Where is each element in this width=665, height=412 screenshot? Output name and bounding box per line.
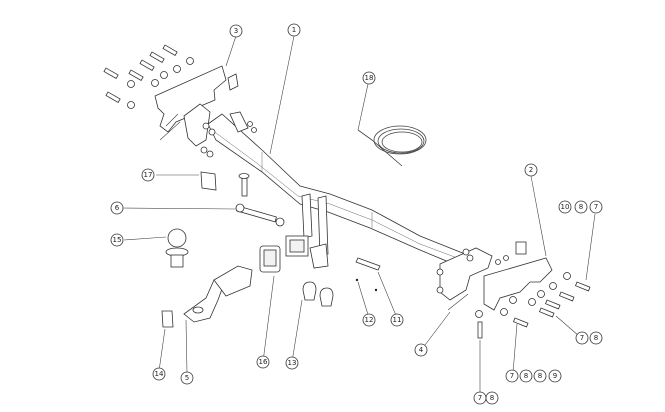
callout-14: 14 [152, 367, 166, 381]
leader-lines [122, 35, 596, 396]
callout-13: 13 [285, 356, 299, 370]
left-bracket [154, 65, 239, 147]
callout-18: 18 [362, 71, 376, 85]
svg-text:8: 8 [538, 372, 542, 380]
shackles [302, 281, 334, 307]
svg-text:9: 9 [553, 372, 557, 380]
callout-2: 2 [524, 163, 538, 177]
svg-text:10: 10 [561, 203, 570, 211]
callout-7-8-bottom: 7 8 [473, 391, 499, 405]
callout-12: 12 [362, 313, 376, 327]
svg-text:7: 7 [510, 372, 514, 380]
svg-text:15: 15 [113, 236, 122, 244]
callout-6: 6 [110, 201, 124, 215]
wiring-coil [357, 125, 427, 167]
svg-text:1: 1 [292, 26, 296, 34]
svg-text:14: 14 [155, 370, 164, 378]
svg-text:7: 7 [478, 394, 482, 402]
callout-16: 16 [256, 355, 270, 369]
callout-3: 3 [229, 24, 243, 38]
svg-text:8: 8 [579, 203, 583, 211]
left-bolts-group [103, 44, 194, 109]
label-17-part [200, 171, 217, 191]
plate-and-screw [355, 257, 381, 292]
callout-7-8-8-9: 7 8 8 9 [505, 369, 562, 383]
svg-text:16: 16 [259, 358, 268, 366]
callout-7-8-right: 7 8 [575, 331, 603, 345]
right-bolts-group [475, 272, 591, 339]
ball-mount [183, 265, 253, 323]
hitch-pin [235, 173, 285, 227]
svg-text:4: 4 [419, 346, 424, 354]
callout-15: 15 [110, 233, 124, 247]
svg-text:3: 3 [234, 27, 238, 35]
callout-1: 1 [287, 23, 301, 37]
callout-5: 5 [180, 371, 194, 385]
svg-text:12: 12 [365, 316, 374, 324]
label-14-part [161, 310, 174, 328]
svg-text:11: 11 [393, 316, 402, 324]
svg-text:2: 2 [529, 166, 533, 174]
svg-text:6: 6 [115, 204, 120, 212]
svg-text:8: 8 [524, 372, 528, 380]
right-bracket [436, 241, 553, 311]
callout-17: 17 [141, 168, 155, 182]
svg-text:17: 17 [144, 171, 153, 179]
svg-text:5: 5 [185, 374, 189, 382]
callout-10-8-7: 10 8 7 [558, 200, 603, 214]
svg-text:7: 7 [580, 334, 584, 342]
callout-11: 11 [390, 313, 404, 327]
receiver-cover [259, 245, 281, 273]
callout-4: 4 [414, 343, 428, 357]
tow-ball [165, 228, 189, 268]
svg-text:7: 7 [594, 203, 598, 211]
svg-text:8: 8 [594, 334, 598, 342]
svg-text:18: 18 [365, 74, 374, 82]
svg-text:8: 8 [490, 394, 494, 402]
crossbeam [200, 111, 471, 271]
svg-text:13: 13 [288, 359, 297, 367]
